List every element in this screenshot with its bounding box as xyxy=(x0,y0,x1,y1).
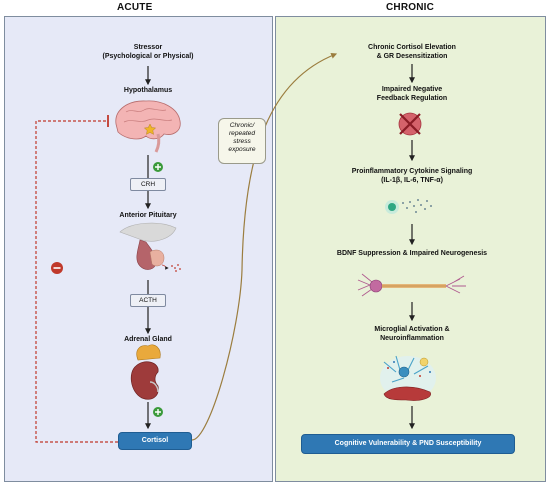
chronic-panel xyxy=(275,16,546,482)
hypothalamus-label: Hypothalamus xyxy=(123,87,173,94)
outcome-pill: Cognitive Vulnerability & PND Susceptibi… xyxy=(301,434,515,454)
cytokine-signaling-label: Proinflammatory Cytokine Signaling (IL-1… xyxy=(351,168,473,184)
plus-badge-icon-cortisol xyxy=(153,407,163,417)
impaired-feedback-label: Impaired Negative Feedback Regulation xyxy=(376,86,448,102)
plus-badge-icon-crh xyxy=(153,162,163,172)
crh-box: CRH xyxy=(130,178,166,191)
adrenal-gland-label: Adrenal Gland xyxy=(124,336,172,343)
brain-icon xyxy=(115,100,181,153)
negative-feedback-line xyxy=(35,120,118,443)
bdnf-suppression-label: BDNF Suppression & Impaired Neurogenesis xyxy=(336,250,488,257)
microglia-icon xyxy=(380,355,436,401)
chronic-exposure-callout: Chronic/ repeated stress exposure xyxy=(218,118,266,164)
chronic-header: CHRONIC xyxy=(386,2,435,13)
microglial-activation-label: Microglial Activation & Neuroinflammatio… xyxy=(374,326,450,342)
adrenal-kidney-icon xyxy=(130,344,161,400)
cortisol-elevation-label: Chronic Cortisol Elevation & GR Desensit… xyxy=(368,44,456,60)
pituitary-icon xyxy=(119,222,181,272)
cytokine-icon xyxy=(385,199,432,214)
cortisol-pill: Cortisol xyxy=(118,432,192,450)
stressor-label: Stressor (Psychological or Physical) xyxy=(102,44,194,60)
anterior-pituitary-label: Anterior Pituitary xyxy=(119,212,177,219)
chronic-transition-curve xyxy=(191,52,338,441)
impaired-feedback-icon xyxy=(398,112,422,136)
minus-badge-icon xyxy=(51,262,63,274)
acute-header: ACUTE xyxy=(117,2,153,13)
acth-box: ACTH xyxy=(130,294,166,307)
neuron-icon xyxy=(357,273,466,297)
